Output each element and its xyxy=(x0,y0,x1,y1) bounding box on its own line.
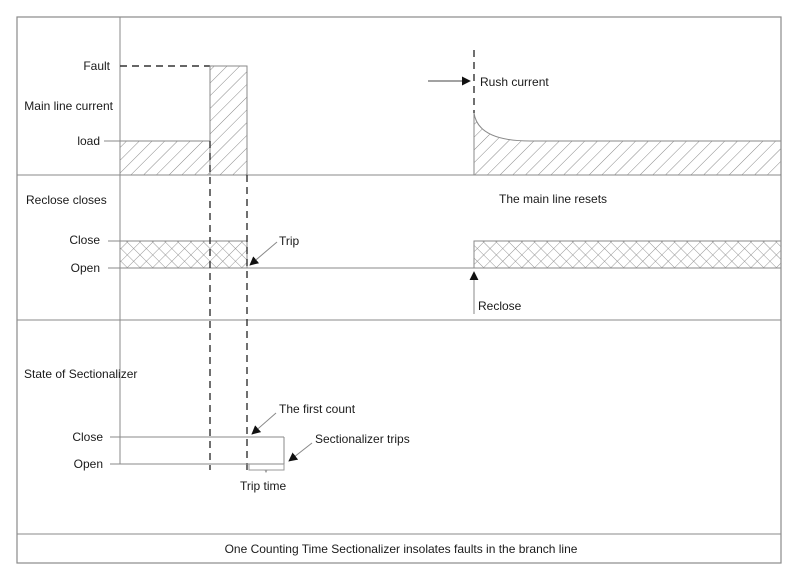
outer-frame xyxy=(16,16,782,564)
main-line-current-title: Main line current xyxy=(24,99,113,113)
sectionalizer-open-label: Open xyxy=(74,457,103,471)
main-line-panel: Fault Main line current load Rush curren… xyxy=(24,50,782,176)
sectionalizer-trips-label: Sectionalizer trips xyxy=(315,432,410,446)
sectionalizer-close-label: Close xyxy=(72,430,103,444)
sectionalizer-state-title: State of Sectionalizer xyxy=(24,367,137,381)
sectionalizer-trips-arrow xyxy=(288,442,313,462)
recloser-close-label: Close xyxy=(69,233,100,247)
recloser-closed-block-2 xyxy=(473,240,782,269)
trip-label: Trip xyxy=(279,234,300,248)
main-line-resets-label: The main line resets xyxy=(499,192,607,206)
recloser-open-label: Open xyxy=(71,261,100,275)
diagram-caption: One Counting Time Sectionalizer insolate… xyxy=(225,542,578,556)
recloser-panel: Reclose closes Close Open Trip Reclose T… xyxy=(26,192,782,314)
load-level-label: load xyxy=(77,134,100,148)
reclose-label: Reclose xyxy=(478,299,522,313)
recloser-closed-block-1 xyxy=(119,240,248,269)
first-count-label: The first count xyxy=(279,402,356,416)
reclose-closes-title: Reclose closes xyxy=(26,193,107,207)
fault-level-label: Fault xyxy=(83,59,110,73)
fault-current-block xyxy=(209,65,248,176)
sectionalizer-panel: State of Sectionalizer Close Open Trip t… xyxy=(24,367,410,493)
rush-current-label: Rush current xyxy=(480,75,549,89)
load-current-block xyxy=(119,140,211,176)
trip-time-bracket xyxy=(248,464,285,474)
first-count-arrow xyxy=(251,412,277,435)
trip-time-label: Trip time xyxy=(240,479,287,493)
rush-current-block xyxy=(473,112,782,176)
trip-arrow xyxy=(249,241,278,266)
